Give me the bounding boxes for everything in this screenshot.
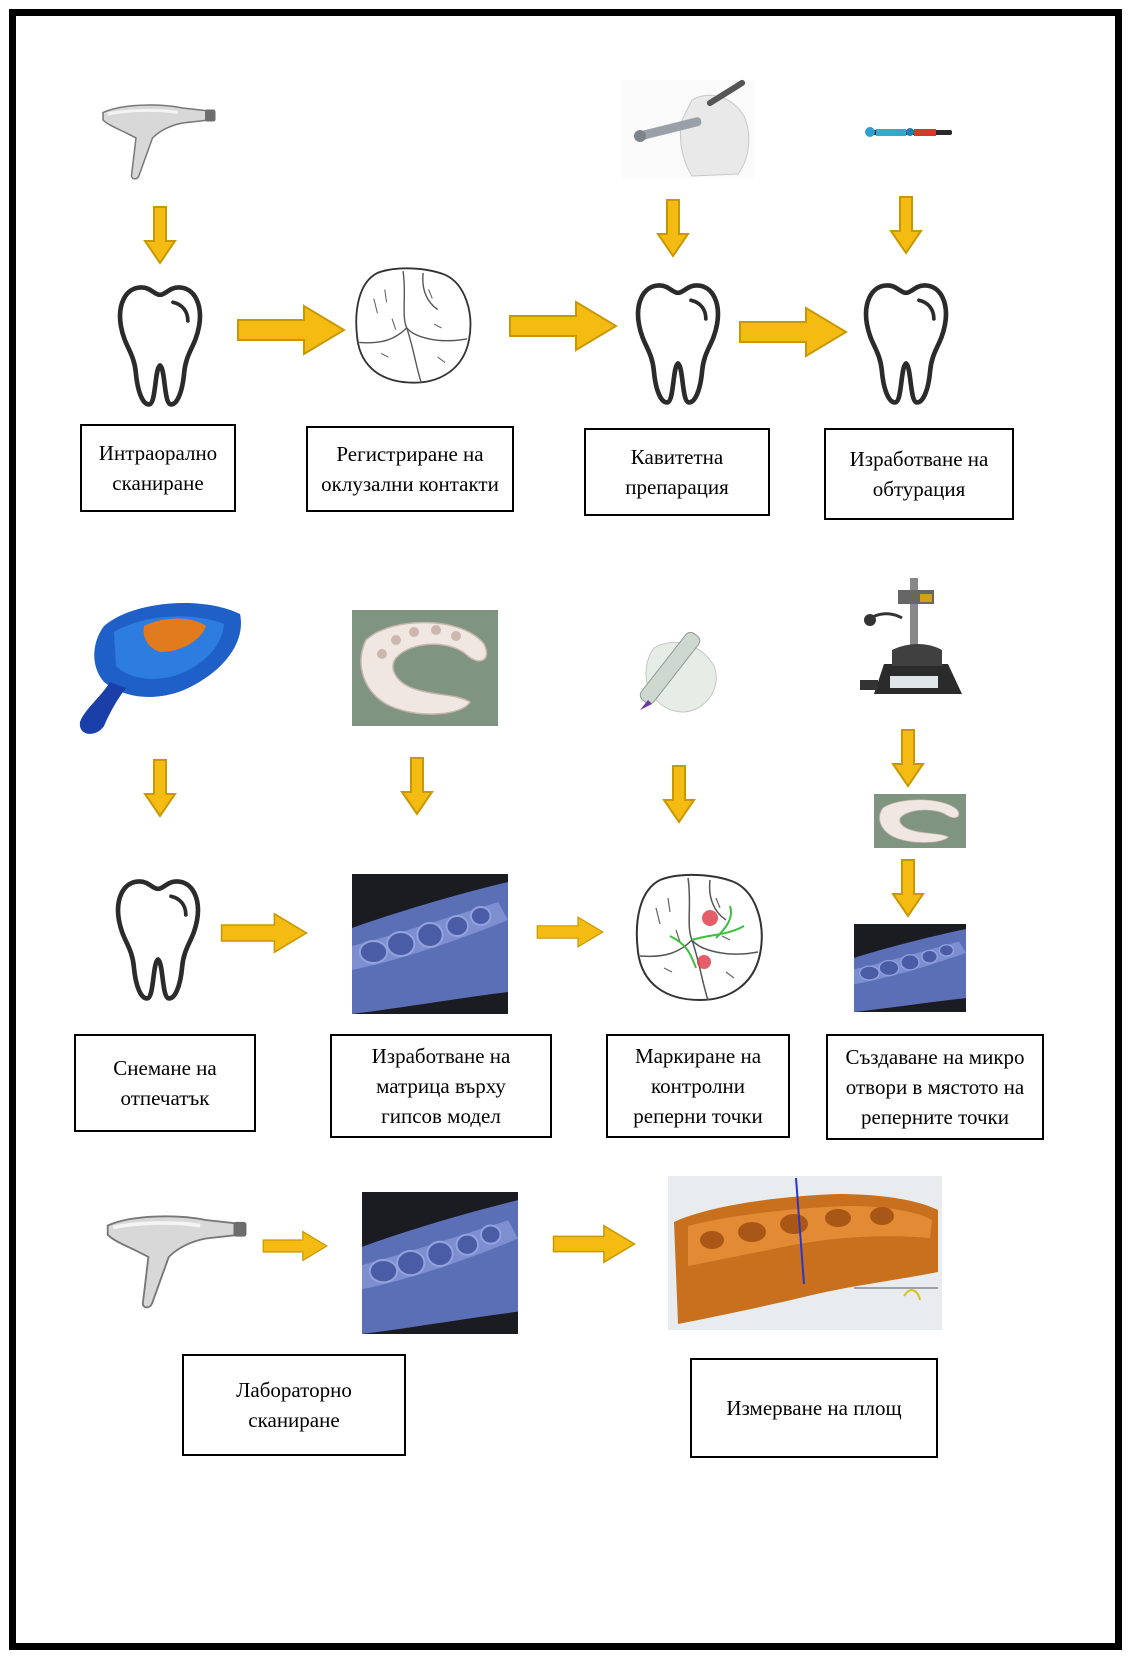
step-label: Изработване на матрица върху гипсов моде… (372, 1041, 511, 1131)
arrow-down-9 (891, 858, 925, 918)
arrow-down-3 (656, 198, 690, 258)
arrow-down-1 (143, 205, 177, 265)
arrow-right-6 (262, 1226, 328, 1266)
arrow-right-4 (220, 908, 308, 958)
gypsum-model-icon (854, 924, 966, 1012)
tooth-icon (110, 874, 206, 1004)
step-label: Маркиране на контролни реперни точки (633, 1041, 762, 1131)
step-label: Кавитетна препарация (625, 442, 729, 502)
step-micro-holes: Създаване на микро отвори в мястото на р… (826, 1034, 1044, 1140)
arrow-down-6 (400, 756, 434, 816)
arrow-down-5 (143, 758, 177, 818)
step-occlusal-contacts: Регистриране на oклузални контакти (306, 426, 514, 512)
step-label: Създаване на микро отвори в мястото на р… (845, 1042, 1024, 1132)
arrow-down-4 (889, 195, 923, 255)
arrow-right-7 (552, 1222, 636, 1266)
step-label: Изработване на обтурация (850, 444, 989, 504)
step-label: Измерване на площ (726, 1393, 901, 1423)
marker-pen-icon (628, 614, 732, 718)
drill-machine-icon (858, 572, 974, 714)
step-obturation: Изработване на обтурация (824, 428, 1014, 520)
step-cavity-prep: Кавитетна препарация (584, 428, 770, 516)
arrow-down-8 (891, 728, 925, 788)
intraoral-scanner-icon (100, 92, 220, 184)
step-area-measure: Измерване на площ (690, 1358, 938, 1458)
step-matrix: Изработване на матрица върху гипсов моде… (330, 1034, 552, 1138)
arrow-right-5 (536, 910, 604, 954)
step-label: Лабораторно сканиране (236, 1375, 352, 1435)
impression-tray-icon (74, 586, 250, 742)
tooth-icon (630, 278, 726, 408)
arrow-right-2 (508, 300, 618, 352)
step-reference-points: Маркиране на контролни реперни точки (606, 1034, 790, 1138)
matrix-photo-icon (874, 794, 966, 848)
occlusal-surface-icon (350, 262, 478, 390)
intraoral-scanner-icon (104, 1194, 252, 1320)
matrix-photo-icon (352, 610, 498, 726)
dental-handpiece-icon (622, 80, 754, 178)
step-label: Интраорално сканиране (99, 438, 217, 498)
arrow-right-3 (738, 306, 848, 358)
tooth-icon (858, 278, 954, 408)
applicator-icon (862, 120, 956, 146)
gypsum-model-icon (362, 1192, 518, 1334)
step-lab-scan: Лабораторно сканиране (182, 1354, 406, 1456)
occlusal-surface-icon (630, 868, 770, 1008)
tooth-icon (112, 280, 208, 410)
measurement-model-icon (668, 1176, 942, 1330)
step-label: Снемане на отпечатък (113, 1053, 216, 1113)
step-label: Регистриране на oклузални контакти (321, 439, 499, 499)
arrow-down-7 (662, 764, 696, 824)
gypsum-model-icon (352, 874, 508, 1014)
step-impression: Снемане на отпечатък (74, 1034, 256, 1132)
arrow-right-1 (236, 304, 346, 356)
step-intraoral-scan: Интраорално сканиране (80, 424, 236, 512)
